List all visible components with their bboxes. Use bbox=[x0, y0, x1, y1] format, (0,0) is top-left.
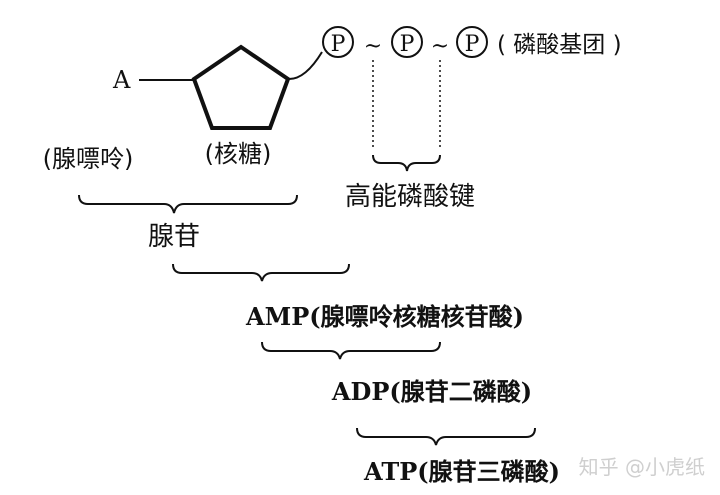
adp-label: ADP(腺苷二磷酸) bbox=[331, 377, 532, 406]
adenosine-label: 腺苷 bbox=[148, 222, 200, 252]
amp-label: AMP(腺嘌呤核糖核苷酸) bbox=[245, 302, 524, 331]
adenine-label: (腺嘌呤) bbox=[43, 145, 134, 173]
phosphate-2: P bbox=[391, 26, 423, 58]
phosphate-group-label: ( 磷酸基团 ) bbox=[497, 32, 622, 58]
svg-text:P: P bbox=[465, 32, 480, 57]
amp-brace bbox=[172, 263, 350, 282]
ribose-pentagon bbox=[191, 44, 291, 130]
high-energy-bond-label: 高能磷酸键 bbox=[345, 182, 475, 212]
adenosine-brace bbox=[78, 194, 298, 214]
watermark: 知乎 @小虎纸 bbox=[579, 455, 705, 479]
adenine-symbol: A bbox=[112, 66, 131, 94]
ribose-label: (核糖) bbox=[205, 140, 272, 168]
phosphate-3: P bbox=[456, 26, 488, 58]
svg-text:P: P bbox=[400, 32, 415, 57]
svg-text:P: P bbox=[331, 32, 346, 57]
ribose-phosphate-bond bbox=[287, 51, 323, 81]
adp-brace bbox=[261, 341, 441, 360]
phosphate-1: P bbox=[322, 26, 354, 58]
high-energy-bond-2: ~ bbox=[431, 34, 449, 59]
high-energy-bond-1: ~ bbox=[364, 34, 382, 59]
high-energy-bond-brace bbox=[372, 154, 441, 172]
atp-label: ATP(腺苷三磷酸) bbox=[363, 457, 560, 486]
atp-brace bbox=[356, 427, 536, 446]
